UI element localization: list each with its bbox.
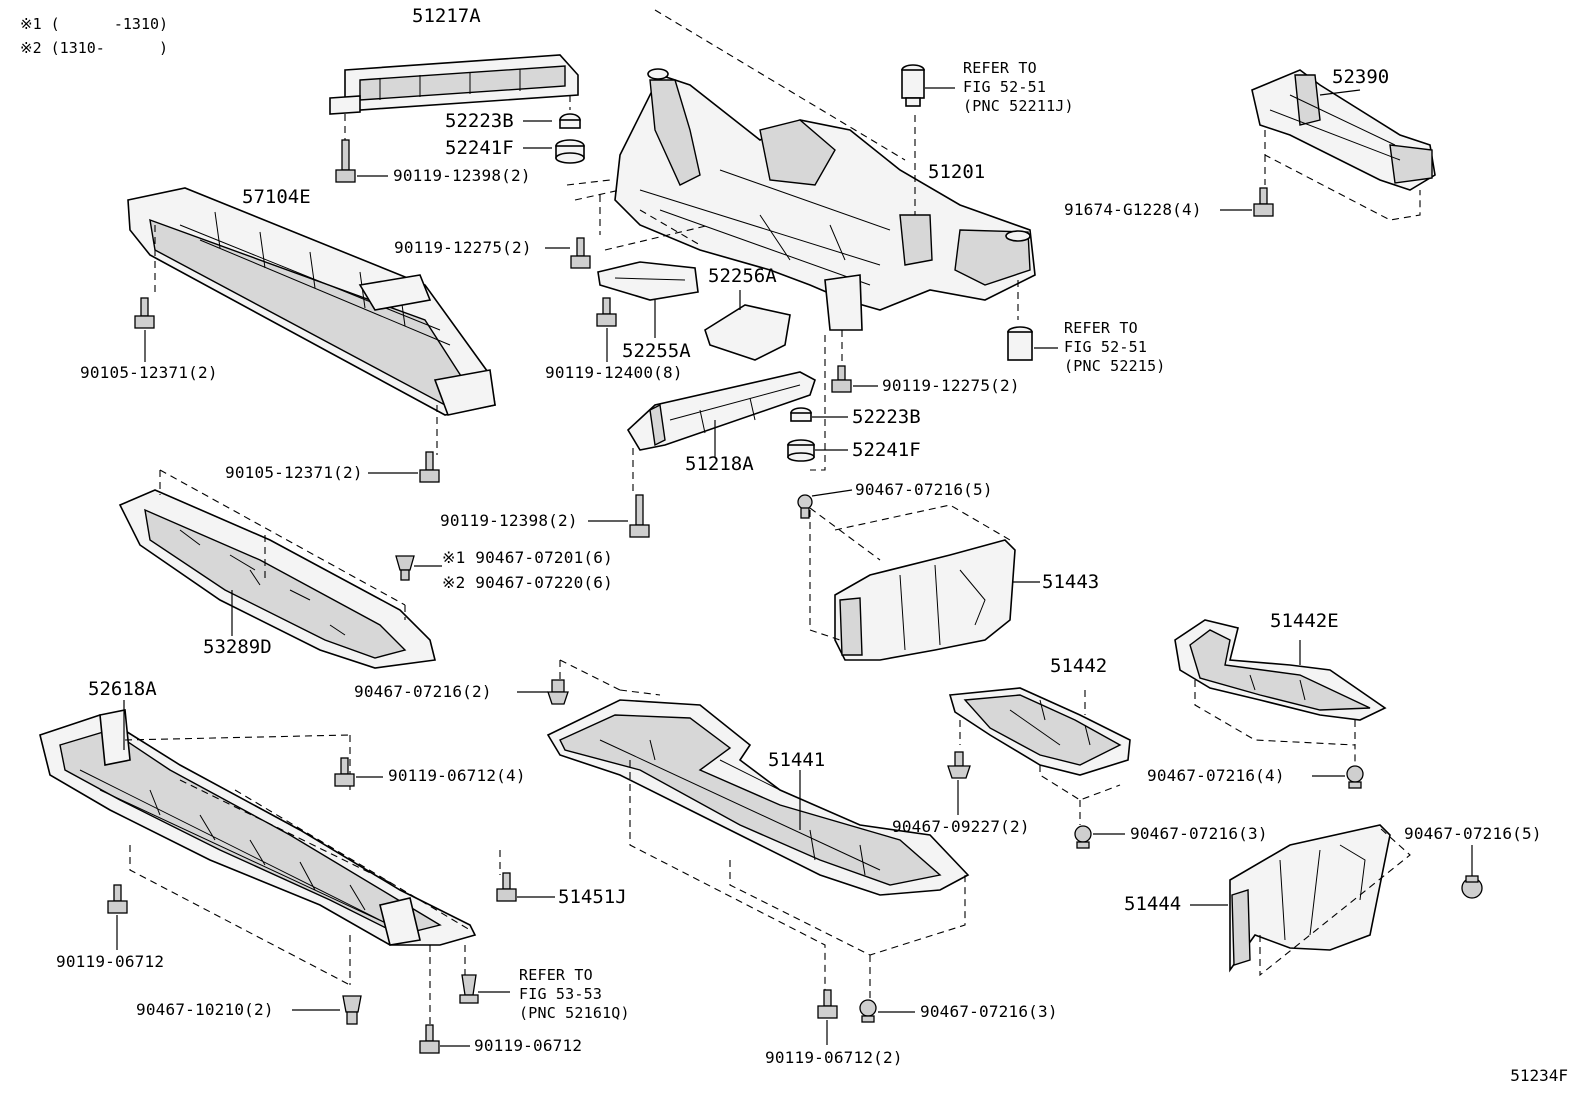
bushing-52241f-top-drawing (555, 139, 585, 164)
bolt-90105-12371-b-drawing (419, 451, 440, 483)
clip-90467-07216-3b-drawing (859, 999, 877, 1023)
ref-lower-line-3: (PNC 52215) (1064, 357, 1166, 375)
part-51441-drawing (546, 699, 970, 896)
clip-90467-07216-5a-drawing (797, 494, 813, 519)
ref-upper-line-2: FIG 52-51 (963, 78, 1047, 96)
label-90467-07220: ※2 90467-07220(6) (442, 573, 613, 592)
bolt-91674-drawing (1253, 187, 1274, 217)
bolt-90119-12398-top-drawing (335, 139, 356, 183)
ref-clip-line-1: REFER TO (519, 966, 593, 984)
part-51201-drawing (614, 68, 1036, 331)
label-51441: 51441 (768, 749, 826, 771)
label-51442e: 51442E (1270, 610, 1339, 632)
label-90119-06712-left: 90119-06712 (56, 952, 165, 971)
clip-90467-07216-2-drawing (547, 679, 569, 705)
label-90467-07216-5b: 90467-07216(5) (1404, 824, 1542, 843)
bolt-90119-06712-4-drawing (334, 757, 355, 787)
label-90119-12275-left: 90119-12275(2) (394, 238, 532, 257)
label-90119-06712-2: 90119-06712(2) (765, 1048, 903, 1067)
label-90467-07216-5a: 90467-07216(5) (855, 480, 993, 499)
bushing-52241f-bottom-drawing (787, 439, 815, 462)
label-90119-12275-right: 90119-12275(2) (882, 376, 1020, 395)
label-90467-07216-2: 90467-07216(2) (354, 682, 492, 701)
label-90467-09227: 90467-09227(2) (892, 817, 1030, 836)
ref-lower-line-1: REFER TO (1064, 319, 1138, 337)
note-2: ※2 (1310- ) (20, 39, 169, 57)
label-52223b-top: 52223B (445, 110, 514, 132)
part-57104e-drawing (127, 187, 496, 416)
label-57104e: 57104E (242, 186, 311, 208)
label-90119-06712-bottom: 90119-06712 (474, 1036, 583, 1055)
label-52223b-bottom: 52223B (852, 406, 921, 428)
part-51442e-drawing (1174, 619, 1387, 721)
part-52255a-drawing (597, 261, 699, 301)
label-52241f-bottom: 52241F (852, 439, 921, 461)
label-51201: 51201 (928, 161, 986, 183)
label-51443: 51443 (1042, 571, 1100, 593)
ref-clip-line-3: (PNC 52161Q) (519, 1004, 630, 1022)
clip-90467-07216-4-drawing (1346, 765, 1364, 789)
bolt-90119-12275-right-drawing (831, 365, 852, 393)
label-91674-g1228: 91674-G1228(4) (1064, 200, 1202, 219)
bolt-90119-06712-left-drawing (107, 884, 128, 914)
label-90105-12371-a: 90105-12371(2) (80, 363, 218, 382)
clip-90467-07216-3a-drawing (1074, 825, 1092, 849)
label-90467-07216-4: 90467-07216(4) (1147, 766, 1285, 785)
part-51444-drawing (1229, 824, 1391, 973)
bolt-90119-06712-bottom-drawing (419, 1024, 440, 1054)
label-52390: 52390 (1332, 66, 1390, 88)
label-90119-12398-bottom: 90119-12398(2) (440, 511, 578, 530)
label-52618a: 52618A (88, 678, 157, 700)
bolt-90119-06712-2-drawing (817, 989, 838, 1019)
bushing-ref-upper-drawing (901, 64, 925, 107)
label-52241f-top: 52241F (445, 137, 514, 159)
bolt-51451j-drawing (496, 872, 517, 902)
diagram-number: 51234F (1510, 1066, 1568, 1085)
part-51218a-drawing (626, 371, 816, 451)
ref-upper-line-1: REFER TO (963, 59, 1037, 77)
bushing-52223b-bottom-drawing (790, 407, 812, 422)
label-51442: 51442 (1050, 655, 1108, 677)
label-90105-12371-b: 90105-12371(2) (225, 463, 363, 482)
label-90119-06712-4: 90119-06712(4) (388, 766, 526, 785)
bolt-90105-12371-a-drawing (134, 297, 155, 329)
bolt-90119-12398-bottom-drawing (629, 494, 650, 538)
bolt-90119-12400-drawing (596, 297, 617, 327)
label-51444: 51444 (1124, 893, 1182, 915)
clip-90467-07201-drawing (395, 555, 415, 581)
clip-90467-10210-drawing (342, 995, 362, 1025)
part-52390-drawing (1251, 69, 1436, 191)
label-51451j: 51451J (558, 886, 627, 908)
bushing-ref-lower-drawing (1007, 326, 1033, 361)
bolt-90119-12275-left-drawing (570, 237, 591, 269)
label-51217a: 51217A (412, 5, 481, 27)
note-1: ※1 ( -1310) (20, 15, 169, 33)
part-51443-drawing (834, 539, 1016, 661)
label-90467-07201: ※1 90467-07201(6) (442, 548, 613, 567)
part-51217a-drawing (329, 54, 579, 115)
label-52256a: 52256A (708, 265, 777, 287)
label-90119-12398-top: 90119-12398(2) (393, 166, 531, 185)
clip-90467-07216-5b-drawing (1461, 875, 1483, 899)
label-90467-07216-3a: 90467-07216(3) (1130, 824, 1268, 843)
label-52255a: 52255A (622, 340, 691, 362)
part-51442-drawing (948, 687, 1131, 776)
part-52256a-drawing (704, 304, 791, 361)
ref-clip-line-2: FIG 53-53 (519, 985, 603, 1003)
label-90467-10210: 90467-10210(2) (136, 1000, 274, 1019)
label-90467-07216-3b: 90467-07216(3) (920, 1002, 1058, 1021)
label-90119-12400: 90119-12400(8) (545, 363, 683, 382)
part-52618a-drawing (39, 709, 477, 946)
ref-upper-line-3: (PNC 52211J) (963, 97, 1074, 115)
part-53289d-drawing (118, 489, 436, 669)
bushing-52223b-top-drawing (559, 113, 581, 129)
clip-ref-52161q-drawing (459, 974, 479, 1004)
label-53289d: 53289D (203, 636, 272, 658)
label-51218a: 51218A (685, 453, 754, 475)
ref-lower-line-2: FIG 52-51 (1064, 338, 1148, 356)
clip-90467-09227-drawing (947, 751, 971, 779)
